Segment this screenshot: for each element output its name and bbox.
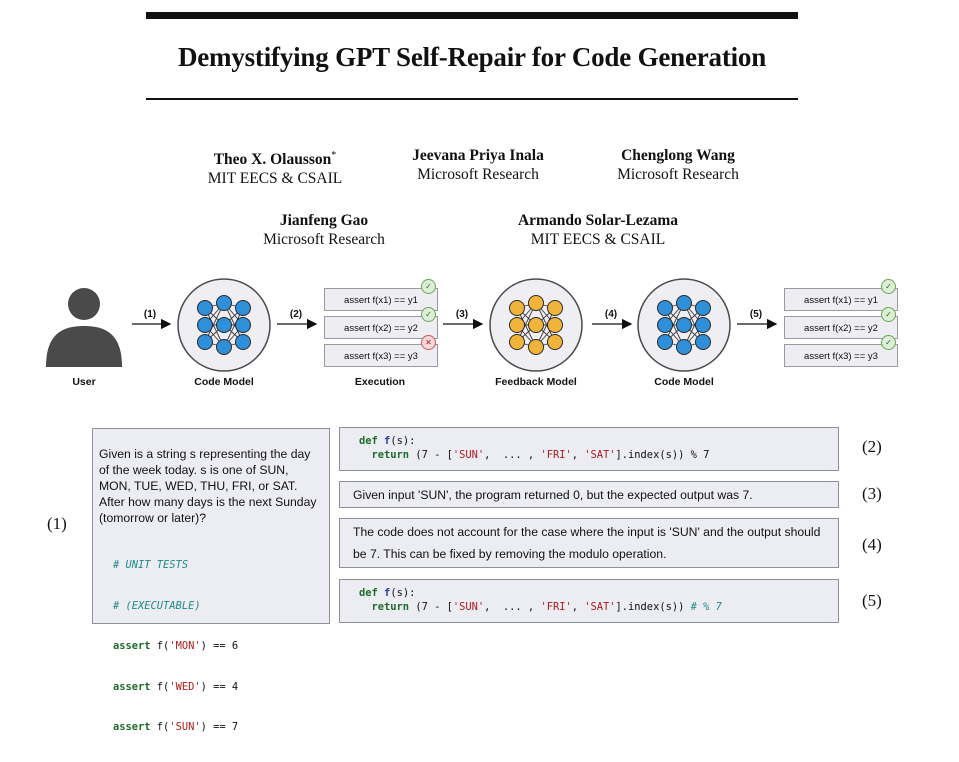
author-block-5: Armando Solar-Lezama MIT EECS & CSAIL	[468, 211, 728, 249]
panel-number-3: (3)	[862, 484, 882, 503]
unit-tests-comment: # (EXECUTABLE)	[113, 599, 201, 612]
explanation-line: The code does not account for the case w…	[353, 525, 821, 539]
paper-title: Demystifying GPT Self-Repair for Code Ge…	[177, 42, 767, 72]
step-label-5: (5)	[749, 309, 763, 320]
repair-code: def f(s): return (7 - ['SUN', ... , 'FRI…	[359, 587, 722, 613]
step-label-4: (4)	[604, 309, 618, 320]
code-model-icon	[177, 278, 271, 372]
author-name: Jianfeng Gao	[279, 212, 369, 229]
prompt-line: MON, TUE, WED, THU, FRI, or SAT.	[99, 479, 298, 493]
author-affiliation: Microsoft Research	[417, 166, 539, 183]
panel-number-4: (4)	[862, 535, 882, 554]
execution-feedback-panel: Given input 'SUN', the program returned …	[339, 481, 839, 508]
top-rule	[146, 12, 798, 19]
check-icon: ✓	[881, 279, 896, 294]
author-block-4: Jianfeng Gao Microsoft Research	[194, 211, 454, 249]
author-affiliation: MIT EECS & CSAIL	[530, 231, 666, 248]
program-code: def f(s): return (7 - ['SUN', ... , 'FRI…	[359, 435, 710, 461]
user-icon	[46, 288, 122, 367]
code-model-icon	[637, 278, 731, 372]
prompt-line: After how many days is the next Sunday	[99, 495, 317, 509]
user-label: User	[72, 376, 96, 388]
pipeline-diagram	[46, 278, 778, 372]
author-name: Armando Solar-Lezama	[517, 212, 678, 229]
panel-number-5: (5)	[862, 591, 882, 610]
prompt-line: Given is a string s representing the day	[99, 447, 311, 461]
explanation-text: The code does not account for the case w…	[353, 521, 820, 565]
author-block-3: Chenglong Wang Microsoft Research	[548, 146, 808, 184]
final-test: assert f(x3) == y3	[784, 344, 898, 367]
final-test: assert f(x1) == y1	[784, 288, 898, 311]
repair-panel: def f(s): return (7 - ['SUN', ... , 'FRI…	[339, 579, 839, 623]
author-affiliation: Microsoft Research	[617, 166, 739, 183]
author-block-1: Theo X. Olausson* MIT EECS & CSAIL	[145, 146, 405, 188]
execution-test: assert f(x2) == y2	[324, 316, 438, 339]
code-model-label: Code Model	[194, 376, 254, 388]
author-affiliation: MIT EECS & CSAIL	[207, 170, 343, 188]
problem-statement: Given is a string s representing the day…	[99, 446, 316, 526]
prompt-line: of the week today. s is one of SUN,	[99, 463, 289, 477]
author-name: Theo X. Olausson*	[213, 150, 337, 169]
assert-line: assert f('SUN') == 7	[113, 721, 239, 733]
step-label-2: (2)	[289, 309, 303, 320]
check-icon: ✓	[421, 279, 436, 294]
prompt-panel: Given is a string s representing the day…	[92, 428, 330, 733]
check-icon: ✓	[421, 307, 436, 322]
unit-tests-comment: # UNIT TESTS	[113, 559, 189, 571]
author-block-2: Jeevana Priya Inala Microsoft Research	[348, 146, 608, 184]
panel-number-2: (2)	[862, 437, 882, 456]
assert-line: assert f('MON') == 6	[113, 640, 239, 652]
step-label-1: (1)	[143, 309, 157, 320]
code-model-label: Code Model	[654, 376, 714, 388]
feedback-model-icon	[489, 278, 583, 372]
feedback-model-label: Feedback Model	[495, 376, 577, 388]
assert-line: assert f('WED') == 4	[113, 680, 239, 693]
unit-tests: # UNIT TESTS # (EXECUTABLE) assert f('MO…	[113, 532, 238, 762]
check-icon: ✓	[881, 335, 896, 350]
author-name: Jeevana Priya Inala	[412, 147, 544, 164]
cross-icon: ✕	[421, 335, 436, 350]
program-panel: def f(s): return (7 - ['SUN', ... , 'FRI…	[339, 427, 839, 471]
final-test: assert f(x2) == y2	[784, 316, 898, 339]
prompt-line: (tomorrow or later)?	[99, 511, 207, 525]
panel-number-1: (1)	[47, 514, 67, 533]
explanation-line: be 7. This can be fixed by removing the …	[353, 547, 667, 561]
execution-feedback-text: Given input 'SUN', the program returned …	[353, 488, 753, 502]
explanation-panel: The code does not account for the case w…	[339, 518, 839, 568]
step-label-3: (3)	[455, 309, 469, 320]
execution-test: assert f(x1) == y1	[324, 288, 438, 311]
execution-test: assert f(x3) == y3	[324, 344, 438, 367]
check-icon: ✓	[881, 307, 896, 322]
author-name: Chenglong Wang	[621, 147, 735, 164]
execution-label: Execution	[354, 376, 406, 388]
author-affiliation: Microsoft Research	[263, 231, 385, 248]
title-rule	[146, 98, 798, 100]
